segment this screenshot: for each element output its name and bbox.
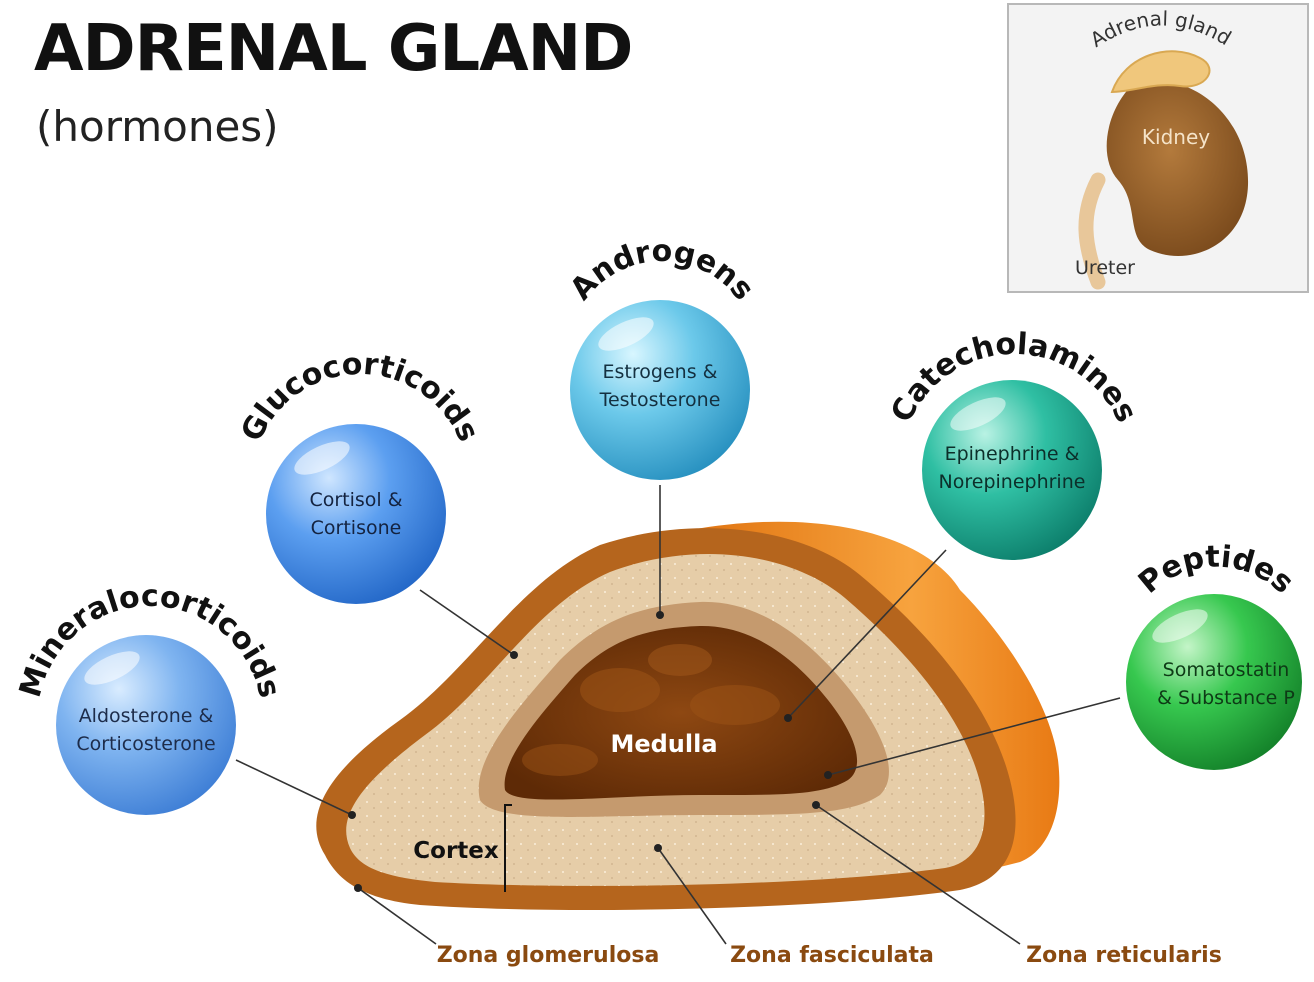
leader-zona-fasciculata [657,847,727,945]
gland-cross-section: Medulla Cortex [316,521,1060,910]
sphere-highlight [294,441,350,475]
hormone-androgens: Androgens Estrogens & Testosterone [564,234,761,480]
medulla-texture [580,668,660,712]
inset-panel: Adrenal gland Kidney Ureter [1007,3,1309,293]
hormone-line-2: Norepinephrine [939,471,1086,493]
cortex-label: Cortex [413,838,499,864]
hormone-line-1: Aldosterone & [79,705,214,727]
hormone-line-2: & Substance P [1157,687,1295,709]
leader-dot [348,811,356,819]
zona-reticularis-label: Zona reticularis [1026,943,1222,968]
hormone-catecholamines: Catecholamines Epinephrine & Norepinephr… [884,327,1144,560]
leader-dot [812,801,820,809]
leader-dot [656,611,664,619]
leader-dots [348,611,832,892]
hormone-line-1: Somatostatin [1163,659,1290,681]
inset-kidney-label: Kidney [1142,125,1210,149]
leader-mineralocorticoids [235,759,353,816]
hormone-mineralocorticoids: Mineralocorticoids Aldosterone & Cortico… [13,579,287,815]
sphere-highlight [84,651,140,685]
medulla-label: Medulla [610,730,717,758]
sphere-highlight [1152,609,1208,643]
hormone-line-2: Testosterone [599,389,721,411]
inset-adrenal-shape [1110,50,1211,94]
inset-ureter-label: Ureter [1075,257,1135,279]
sphere-highlight [598,317,654,351]
zona-glomerulosa-label: Zona glomerulosa [437,943,660,968]
ureter-shape [1078,172,1106,290]
medulla-texture [690,685,780,725]
leader-lines [235,485,1121,945]
hormone-sphere [922,380,1102,560]
hormone-sphere [266,424,446,604]
kidney-shape [1106,80,1249,256]
zona-fasciculata-label: Zona fasciculata [730,943,934,968]
leader-dot [824,771,832,779]
hormone-line-2: Cortisone [311,517,402,539]
leader-dot [654,844,662,852]
page-title: ADRENAL GLAND [34,12,633,86]
hormone-title: Androgens [564,234,761,307]
leader-peptides [827,697,1121,776]
leader-zona-glomerulosa [357,887,437,945]
hormone-peptides: Peptides Somatostatin & Substance P [1126,539,1302,770]
leader-dot [354,884,362,892]
leader-glucocorticoids [419,589,515,656]
hormone-title: Peptides [1132,539,1300,600]
medulla-texture [522,744,598,776]
leader-zona-reticularis [815,804,1021,945]
page-subtitle: (hormones) [36,102,279,151]
leader-catecholamines [787,549,947,719]
gland-side-face [690,521,1060,872]
hormone-sphere [1126,594,1302,770]
medulla-texture [648,644,712,676]
sphere-highlight [950,397,1006,431]
hormone-line-1: Estrogens & [603,361,718,383]
hormone-line-2: Corticosterone [76,733,215,755]
hormone-line-1: Cortisol & [309,489,402,511]
leader-dot [784,714,792,722]
hormone-glucocorticoids: Glucocorticoids Cortisol & Cortisone [234,347,486,604]
leader-dot [510,651,518,659]
hormone-line-1: Epinephrine & [945,443,1080,465]
cortex-bracket [504,804,512,892]
